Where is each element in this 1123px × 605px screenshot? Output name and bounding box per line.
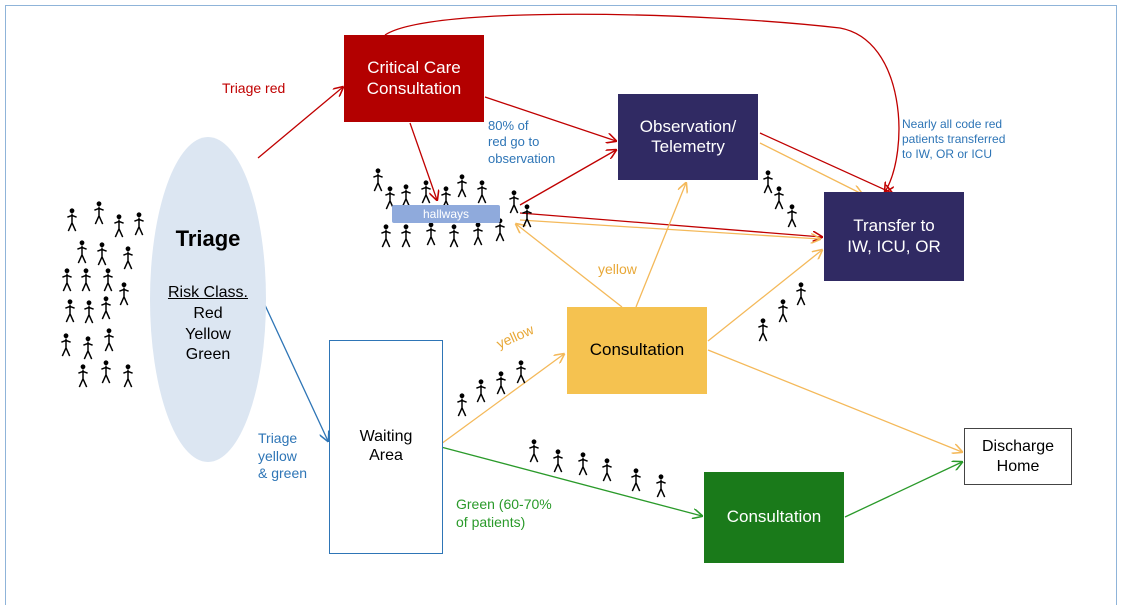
- label-red-obs-1: 80% of: [488, 118, 529, 133]
- arrow-consultation-to-transfer: [707, 250, 822, 342]
- arrow-critical-to-transfer-curve: [384, 13, 900, 192]
- triage-ellipse: [150, 137, 266, 462]
- waiting-label-2: Area: [369, 447, 403, 465]
- observation-label-1: Observation/: [639, 116, 737, 136]
- risk-class-green: Green: [185, 346, 231, 364]
- arrow-observation-to-transfer: [759, 132, 892, 193]
- diagram-frame: [5, 5, 1117, 605]
- label-code-red: Nearly all code red patients transferred…: [902, 117, 1005, 162]
- label-triage-red: Triage red: [222, 80, 286, 96]
- critical-care-label-2: Consultation: [366, 78, 462, 98]
- observation-telemetry-box: Observation/ Telemetry: [618, 94, 758, 180]
- arrow-consultation-to-observation: [635, 183, 686, 308]
- critical-care-label-1: Critical Care: [367, 58, 461, 78]
- crowd-near-observation: [762, 170, 798, 228]
- risk-class-label: Risk Class.: [167, 284, 248, 301]
- arrow-critical-to-hallways: [409, 122, 437, 200]
- consultation-yellow-box: Consultation: [567, 307, 707, 394]
- label-green-2: of patients): [456, 513, 526, 530]
- label-yellow-upper: yellow: [598, 261, 637, 277]
- arrow-waiting-to-consultation: [440, 354, 564, 445]
- label-triage-yellow-green: Triage yellow & green: [258, 430, 307, 483]
- waiting-label-1: Waiting: [359, 428, 413, 445]
- arrow-observation-to-transfer-yellow: [759, 142, 862, 194]
- arrow-green-consultation-to-discharge: [844, 462, 962, 518]
- consultation-green-box: Consultation: [704, 472, 844, 563]
- transfer-label-2: IW, ICU, OR: [847, 236, 941, 256]
- hallways-label: hallways: [392, 205, 500, 223]
- arrow-hallways-to-observation: [519, 150, 616, 206]
- waiting-area-label: Waiting Area: [330, 427, 442, 465]
- label-red-observation: 80% of red go to observation: [488, 118, 555, 167]
- label-triage-yg-3: & green: [258, 465, 308, 481]
- risk-class-red: Red: [193, 304, 223, 322]
- label-triage-yg-2: yellow: [258, 447, 297, 464]
- risk-class-yellow: Yellow: [185, 325, 231, 343]
- label-code-red-1: Nearly all code red: [902, 117, 1003, 131]
- label-green-1: Green (60-70%: [456, 496, 552, 512]
- crowd-near-transfer: [757, 282, 807, 342]
- observation-label-2: Telemetry: [651, 137, 725, 156]
- critical-care-consultation-box: Critical Care Consultation: [344, 35, 484, 122]
- arrow-hallways-to-transfer-yellow: [519, 219, 820, 239]
- label-triage-yg-1: Triage: [258, 430, 298, 446]
- arrow-critical-to-observation: [484, 96, 616, 141]
- label-code-red-3: to IW, OR or ICU: [902, 147, 993, 161]
- triage-risk-classes: Risk Class. Red Yellow Green: [150, 283, 266, 366]
- waiting-area-box: Waiting Area: [329, 340, 443, 554]
- arrow-consultation-to-hallways: [516, 224, 623, 308]
- triage-title: Triage: [175, 226, 241, 251]
- consultation-green-label: Consultation: [726, 507, 822, 527]
- arrow-waiting-to-green-consultation: [440, 446, 702, 516]
- transfer-box: Transfer to IW, ICU, OR: [824, 192, 964, 281]
- arrow-hallways-to-transfer: [519, 212, 822, 237]
- crowd-left: [60, 201, 145, 388]
- discharge-label-2: Home: [996, 457, 1040, 475]
- label-code-red-2: patients transferred: [902, 132, 1006, 146]
- consultation-yellow-label: Consultation: [589, 340, 685, 360]
- label-green: Green (60-70% of patients): [456, 496, 552, 531]
- label-red-obs-3: observation: [488, 150, 556, 166]
- arrow-triage-to-critical: [257, 87, 343, 159]
- arrow-consultation-to-discharge: [707, 349, 962, 452]
- discharge-home-box: Discharge Home: [964, 428, 1072, 485]
- label-red-obs-2: red go to: [488, 134, 540, 150]
- arrow-triage-to-waiting: [257, 289, 328, 441]
- discharge-label-1: Discharge: [981, 438, 1055, 456]
- transfer-label-1: Transfer to: [853, 216, 935, 236]
